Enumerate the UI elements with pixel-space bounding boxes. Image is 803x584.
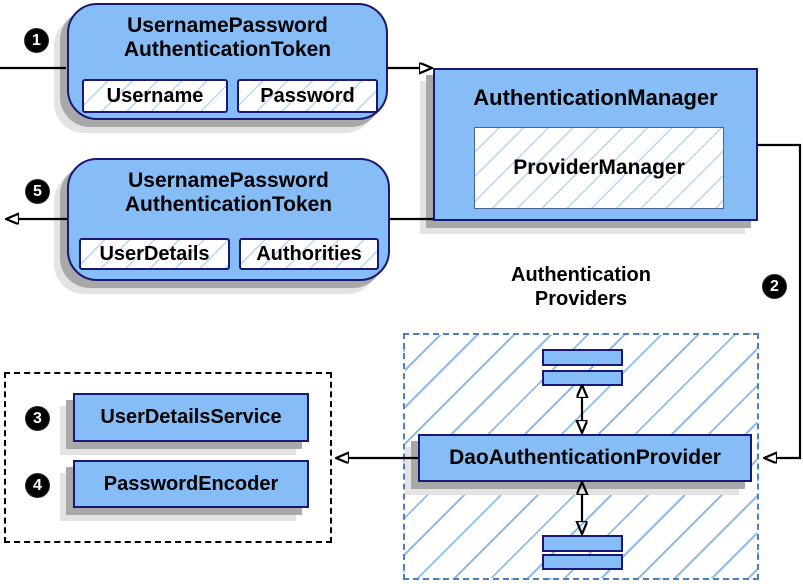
authentication-providers-label-line1: Authentication [511, 264, 651, 286]
dao-authentication-provider-box: DaoAuthenticationProvider [418, 434, 752, 482]
step-1-badge: 1 [24, 28, 49, 53]
result-token-box: UsernamePassword AuthenticationToken Use… [67, 158, 390, 281]
manager-to-dao-arrow [758, 143, 802, 458]
result-token-title-line2: AuthenticationToken [124, 193, 333, 216]
user-details-field: UserDetails [79, 238, 230, 270]
password-encoder-box: PasswordEncoder [73, 460, 309, 508]
request-token-title-line2: AuthenticationToken [123, 38, 332, 61]
provider-stack-top-bar-1 [542, 349, 623, 366]
result-token-title-line1: UsernamePassword [128, 169, 329, 192]
authentication-providers-label: Authentication Providers [431, 263, 731, 311]
provider-stack-bottom-bar-1 [542, 535, 623, 552]
step-5-badge: 5 [25, 179, 50, 204]
username-field: Username [82, 79, 228, 113]
providers-group-box: DaoAuthenticationProvider [403, 333, 759, 580]
authentication-manager-title: AuthenticationManager [473, 85, 718, 110]
authorities-field: Authorities [239, 238, 379, 270]
step-4-badge: 4 [25, 473, 50, 498]
request-token-title: UsernamePassword AuthenticationToken [69, 5, 386, 62]
password-field: Password [237, 79, 378, 113]
provider-stack-top-bar-2 [542, 370, 623, 386]
request-token-title-line1: UsernamePassword [127, 14, 328, 37]
step-3-badge: 3 [25, 406, 50, 431]
user-details-service-box: UserDetailsService [73, 393, 309, 442]
dependencies-group-box [4, 372, 332, 543]
step-2-badge: 2 [762, 274, 787, 299]
provider-manager-box: ProviderManager [474, 127, 724, 209]
result-token-title: UsernamePassword AuthenticationToken [69, 160, 388, 217]
authentication-manager-box: AuthenticationManager ProviderManager [433, 68, 758, 221]
request-token-box: UsernamePassword AuthenticationToken Use… [67, 3, 388, 120]
provider-stack-bottom-bar-2 [542, 554, 623, 570]
authentication-providers-label-line2: Providers [534, 288, 628, 310]
